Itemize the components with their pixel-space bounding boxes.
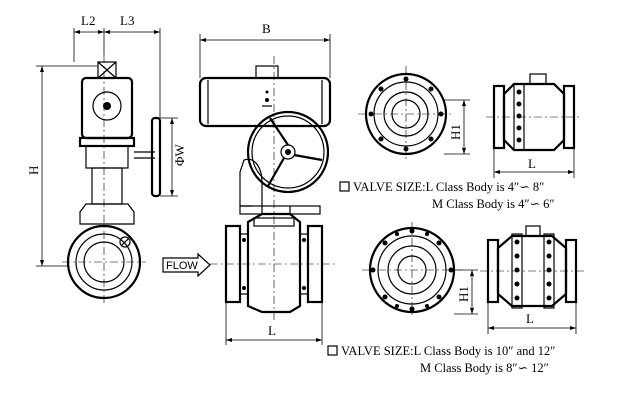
- small-note-line2: M Class Body is 4″∽ 6″: [432, 197, 555, 211]
- large-note-line2: M Class Body is 8″∽ 12″: [420, 361, 549, 375]
- small-note-line1: VALVE SIZE:L Class Body is 4″∽ 8″: [353, 180, 544, 194]
- large-note-line1: VALVE SIZE:L Class Body is 10″ and 12″: [341, 344, 555, 358]
- flow-label: FLOW: [166, 260, 198, 272]
- dimension-h1-top: H1: [448, 124, 463, 140]
- large-valve-end-view: [362, 222, 462, 318]
- dimension-phi-w: ΦW: [172, 143, 187, 166]
- flow-arrow: FLOW: [162, 252, 211, 278]
- dimension-l-bottom: L: [526, 311, 534, 326]
- small-valve-side-view: [486, 73, 582, 152]
- dimension-l-top: L: [528, 156, 536, 171]
- small-valve-end-view: [358, 66, 454, 162]
- side-view: [62, 55, 162, 305]
- large-valve-side-view: [480, 225, 584, 309]
- dimension-l2: L2: [81, 13, 95, 28]
- dimension-l-main: L: [268, 323, 276, 338]
- large-valve-note: VALVE SIZE:L Class Body is 10″ and 12″ M…: [327, 344, 555, 375]
- dimension-h1-bottom: H1: [456, 286, 471, 302]
- dimension-h: H: [26, 166, 41, 175]
- front-view: [198, 56, 336, 320]
- dimension-b: B: [262, 21, 271, 36]
- dimension-l3: L3: [120, 13, 134, 28]
- small-valve-note: VALVE SIZE:L Class Body is 4″∽ 8″ M Clas…: [339, 180, 555, 211]
